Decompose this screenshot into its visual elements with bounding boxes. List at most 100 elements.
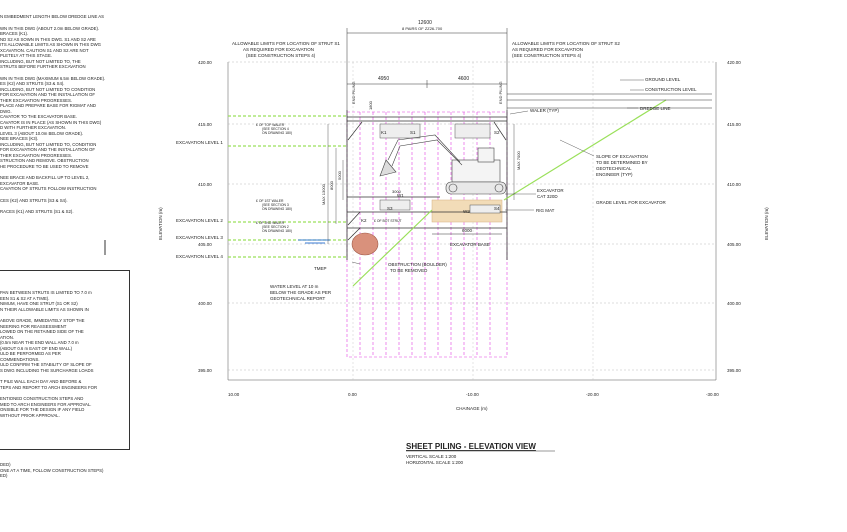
elevation-axis-label-right: ELEVATION (m): [764, 207, 769, 240]
top-waler-note: £ OF TOP WALER: [256, 123, 285, 127]
waler-label: W1: [397, 193, 404, 198]
note-line: NEE BRACES (K3).: [0, 136, 39, 141]
chainage-tick: -10.00: [466, 392, 479, 397]
limit-s2-line: ALLOWABLE LIMITS FOR LOCATION OF STRUT S…: [512, 41, 620, 46]
dim-max7000: MAX 7000: [516, 151, 521, 170]
note-line: T PILE WALL EACH DAY AND BEFORE &: [0, 379, 82, 384]
note-line: MED TO ARCH ENGINEERS FOR APPROVAL.: [0, 401, 92, 407]
note-line: ND S2 AS SOWN IN THIS DWG. S1 AND S2 ARE: [0, 36, 96, 42]
excavator-base-label: EXCAVATOR BASE: [450, 242, 490, 247]
knee-label: K2: [361, 218, 367, 223]
top-waler-note: (SEE SECTION 4: [262, 127, 289, 131]
note-line: NEERING FOR REASSESSMENT: [0, 323, 67, 329]
elev-label-right: 395.00: [727, 368, 741, 373]
note-line: ENTIONED CONSTRUCTION STEPS AND: [0, 396, 84, 401]
limit-s1-line: ALLOWABLE LIMITS FOR LOCATION OF STRUT S…: [232, 41, 340, 46]
vertical-dimension-lines: [327, 124, 515, 244]
excavator-figure: [379, 134, 507, 195]
site-levels: [507, 93, 712, 109]
note-line: INCLUDING, BUT NOT LIMITED TO, CONDITION: [0, 141, 97, 147]
waler-3-note: ON DRAWING 180): [262, 229, 292, 233]
knee-braces: [347, 121, 507, 241]
top-waler-note: ON DRAWING 180): [262, 131, 292, 135]
obstruction-note: OBSTRUCTION (BOULDER): [388, 262, 447, 267]
excavator-label: EXCAVATOR: [537, 188, 564, 193]
note-line: EXCAVATOR BASE.: [0, 180, 40, 186]
elev-label-right: 415.00: [727, 122, 741, 127]
excavation-level-label: EXCAVATION LEVEL 3: [176, 235, 223, 240]
title-block: SHEET PILING - ELEVATION VIEW VERTICAL S…: [406, 442, 555, 465]
note-line: LEVEL 3 (ABOUT 10.0m BELOW GRADE).: [0, 130, 84, 136]
note-line: N THEIR ALLOWABLE LIMITS AS SHOWN IN: [0, 306, 89, 312]
note-line: THER EXCAVATION PROGRESSES.: [0, 152, 73, 158]
note-line: COMMENDATIONS.: [0, 356, 40, 362]
note-line: FOR EXCAVATION AND THE INSTALLATION OF: [0, 147, 96, 152]
note-line: S DWG INCLUDING THE SURCHARGE LOADS: [0, 367, 94, 373]
elevation-labels-right: 420.00 415.00 410.00 405.00 400.00 395.0…: [727, 60, 741, 373]
limit-s1-line: AS REQUIRED FOR EXCAVATION: [243, 47, 314, 52]
note-line: CAVATOR TO THE EXCAVATOR BASE.: [0, 114, 77, 119]
slope-note-line: GEOTECHNICAL: [596, 166, 632, 171]
note-line: TEPS AND REPORT TO ARCH ENGINEERS FOR: [0, 384, 98, 390]
note-line: NEE BRACE AND BACKFILL UP TO LEVEL 2,: [0, 175, 90, 180]
chainage-tick: 0.00: [348, 392, 357, 397]
note-line: D WITH FURTHER EXCAVATION.: [0, 125, 67, 130]
slope-note-line: ENGINEER (TYP): [596, 172, 633, 177]
note-line: LOWED ON THE RETAINED SIDE OF THE: [0, 329, 84, 334]
dim-base: 6000: [462, 228, 473, 233]
dim-left: 4950: [378, 76, 389, 82]
elev-label-right: 400.00: [727, 301, 741, 306]
vertical-scale: VERTICAL SCALE 1:200: [406, 454, 457, 459]
bot-strut-note: £ OF BOT STRUT: [374, 219, 402, 223]
note-line: FOR EXCAVATION AND THE INSTALLATION OF: [0, 92, 96, 97]
note-line: DED): [0, 462, 11, 467]
strut-label: S1: [410, 130, 416, 135]
note-line: EEN S1 & S2 AT A TIME).: [0, 295, 50, 301]
waler-typ-label: WALER (TYP): [530, 108, 559, 113]
note-line: THER EXCAVATION PROGRESSES.: [0, 97, 73, 103]
note-line: NIMUM, HAVE ONE STRUT (S1 OR S2): [0, 301, 78, 306]
construction-level-label: CONSTRUCTION LEVEL: [645, 87, 697, 92]
water-level-note: WATER LEVEL AT 10 m: [270, 284, 319, 289]
chainage-tick: -20.00: [586, 392, 599, 397]
note-line: STRUCTION AND REMOVE. OBSTRUCTION: [0, 158, 89, 163]
ground-lines: [228, 99, 667, 287]
leader-lines: [351, 79, 644, 265]
note-line: PLETELY AT THIS STAGE.: [0, 53, 53, 58]
dim-total-sub: 8 PAIRS OF ZZ26-700: [402, 26, 443, 31]
note-line: ABOVE GRADE, IMMEDIATELY STOP THE: [0, 318, 85, 323]
limit-s1-line: (SEE CONSTRUCTION STEPS 4): [246, 53, 316, 58]
note-line: CAVATOR IS IN PLACE (AS SHOWN IN THIS DW…: [0, 119, 102, 125]
dim-mid: 3000: [392, 189, 402, 194]
slope-note-line: TO BE DETERMINED BY: [596, 160, 648, 165]
slope-note-line: SLOPE OF EXCAVATION: [596, 154, 648, 159]
boulder-obstruction: [351, 232, 379, 256]
strut-label: S3: [387, 206, 393, 211]
elev-label-right: 420.00: [727, 60, 741, 65]
note-line: ED): [0, 473, 8, 478]
elev-label-left: 405.00: [198, 242, 212, 247]
excavation-level-label: EXCAVATION LEVEL 1: [176, 140, 223, 145]
waler-2-note: (SEE SECTION 3: [262, 203, 289, 207]
strut-limits: ALLOWABLE LIMITS FOR LOCATION OF STRUT S…: [232, 41, 620, 58]
grade-level-label: GRADE LEVEL FOR EXCAVATOR: [596, 200, 667, 205]
elev-label-right: 410.00: [727, 182, 741, 187]
note-line: ATION.: [0, 334, 15, 340]
note-line: BRACES (K1).: [0, 31, 29, 36]
excavation-level-label: EXCAVATION LEVEL 2: [176, 218, 223, 223]
note-line: ULD BE PERFORMED AS PER: [0, 351, 61, 356]
elev-label-right: 405.00: [727, 242, 741, 247]
end-piling-left: END PILING: [351, 81, 356, 104]
note-line: N EMBEDMENT LENGTH BELOW DREDGE LINE AS: [0, 14, 105, 19]
waler-2-note: £ OF 1ST WALER: [256, 199, 284, 203]
note-line: INCLUDING, BUT NOT LIMITED TO, THE: [0, 58, 81, 64]
chainage-labels: 10.00 0.00 -10.00 -20.00 -30.00 CHAINAGE…: [228, 392, 719, 411]
elev-label-left: 400.00: [198, 301, 212, 306]
elev-label-left: 410.00: [198, 182, 212, 187]
excavation-level-label: EXCAVATION LEVEL 4: [176, 254, 223, 259]
note-line: WITHOUT PRIOR APPROVAL.: [0, 412, 60, 418]
waler-callouts: £ OF TOP WALER (SEE SECTION 4 ON DRAWING…: [256, 123, 402, 233]
end-piling-right: END PILING: [498, 81, 503, 104]
water-level-note: GEOTECHNICAL REPORT: [270, 296, 326, 301]
